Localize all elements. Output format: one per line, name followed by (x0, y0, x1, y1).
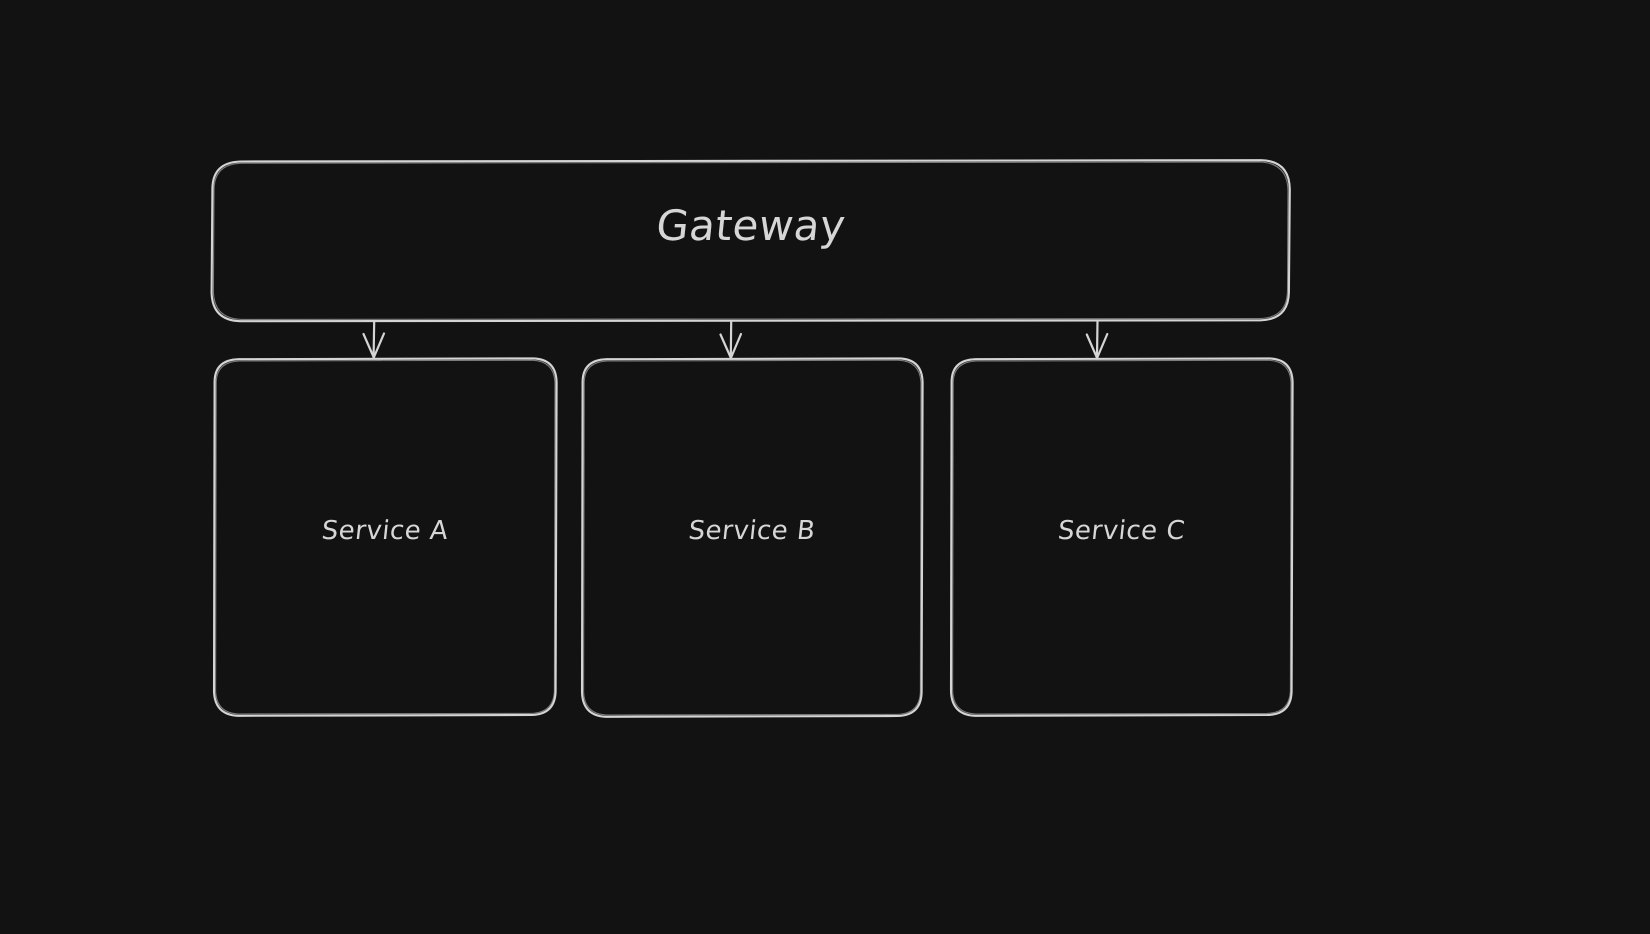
node-service-a-shape[interactable] (212, 357, 558, 717)
node-service-b-label: Service B (687, 516, 817, 546)
node-service-b-shape[interactable] (580, 357, 924, 718)
node-gateway-label: Gateway (653, 201, 849, 250)
edge-gateway-service-a[interactable] (362, 319, 386, 359)
node-service-c-shape[interactable] (949, 357, 1294, 717)
edge-gateway-service-b[interactable] (719, 319, 743, 360)
edge-gateway-service-c[interactable] (1085, 319, 1109, 360)
node-service-a-label: Service A (320, 516, 450, 546)
node-service-c-label: Service C (1056, 516, 1187, 546)
node-gateway-shape[interactable] (210, 159, 1291, 323)
